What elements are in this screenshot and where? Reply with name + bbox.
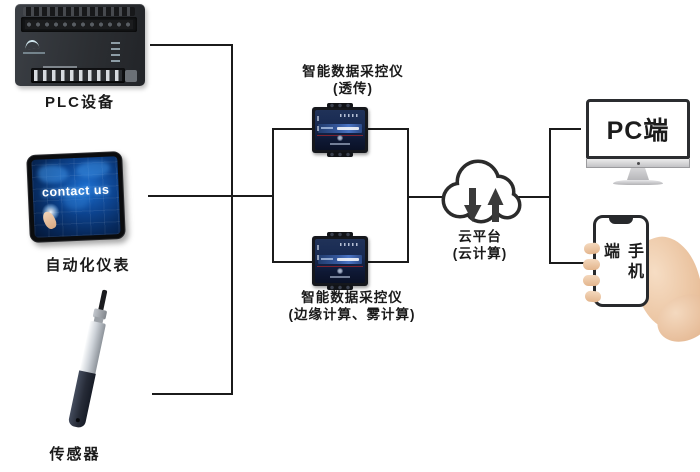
pc-camera-dot [636,162,640,165]
mounting-tab [327,103,353,108]
plc-bottom-terminal-row [31,68,125,83]
pc-monitor-chin [586,159,690,168]
upload-arrow-icon [487,188,504,222]
sensor-tip [67,370,96,429]
plc-model-text [43,66,77,69]
sensor-body [79,320,106,375]
plc-brand-logo [24,39,40,50]
cloud-icon [428,150,532,234]
plc-led-indicator [111,42,120,44]
sensor-probe-image [55,289,135,440]
pc-label: PC端 [606,117,670,145]
cloud-label: 云平台 (云计算) [452,229,508,261]
hmi-label: 自动化仪表 [45,257,131,274]
plc-device-image [15,4,145,86]
hmi-screen: contact us [31,156,121,238]
mounting-tab [327,232,353,237]
pc-monitor-stand [627,168,649,180]
phone-notch [609,218,633,224]
gateway-front-panel [315,239,365,283]
phone-image: 手机端 [593,215,649,307]
hmi-touchscreen-image: contact us [26,150,126,244]
gateway-bottom-label: 智能数据采控仪 (边缘计算、雾计算) [288,290,416,322]
pc-monitor-base [613,180,663,185]
gateway-front-panel [315,110,365,150]
mounting-tab [327,152,353,157]
plc-top-terminal-row [23,7,135,16]
gateway-top-label: 智能数据采控仪 (透传) [302,64,404,96]
plc-screw-terminals [21,17,137,32]
plc-label: PLC设备 [44,94,115,111]
pc-monitor-image: PC端 [586,99,690,159]
finger [583,259,600,270]
download-arrow-icon [464,188,482,222]
gateway-device-bottom-image [312,232,368,290]
gateway-logo [337,135,343,141]
gateway-device-top-image [312,103,368,157]
gateway-logo [337,268,343,274]
sensor-label: 传感器 [49,446,101,463]
finger [584,290,602,303]
phone-label: 手机端 [601,242,642,283]
finger [583,275,600,286]
mounting-tab [327,285,353,290]
